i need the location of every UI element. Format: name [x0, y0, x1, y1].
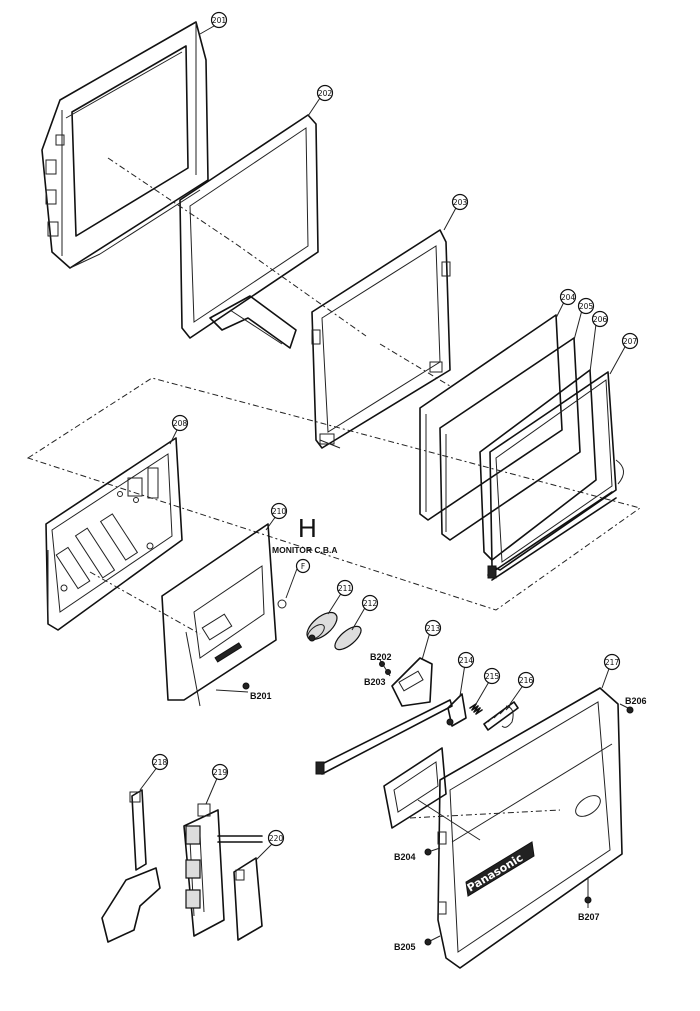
brand-logo: Panasonic [465, 841, 535, 897]
part-208-chassis [45, 437, 183, 631]
screw-label-B207: B207 [578, 912, 600, 922]
part-206-sheet [479, 369, 597, 561]
screw-B205-icon [424, 938, 432, 946]
svg-text:216: 216 [519, 676, 534, 685]
screw-label-B206: B206 [625, 696, 647, 706]
flex-cable [315, 699, 453, 775]
part-207-backlight [487, 371, 624, 581]
part-211-hinge-knob [306, 611, 338, 642]
part-212-hinge-cap [334, 625, 362, 651]
svg-text:205: 205 [579, 302, 594, 311]
svg-text:218: 218 [153, 758, 168, 767]
screw-B207-icon [584, 896, 592, 904]
callout-205: 205 [577, 297, 595, 315]
leader-lines [139, 25, 633, 943]
svg-text:206: 206 [593, 315, 608, 324]
callout-connector-F: F [295, 558, 311, 574]
callout-207: 207 [621, 332, 639, 350]
screw-label-B205: B205 [394, 942, 416, 952]
callout-202: 202 [316, 84, 334, 102]
svg-text:201: 201 [212, 16, 227, 25]
callout-212: 212 [361, 594, 379, 612]
svg-text:F: F [301, 562, 305, 571]
callout-217: 217 [603, 653, 621, 671]
part-210-monitor-cba [161, 523, 287, 707]
screw-B204-icon [424, 848, 432, 856]
callout-211: 211 [336, 579, 354, 597]
part-213-bracket [391, 657, 433, 707]
alignment-lines [89, 157, 561, 819]
callout-216: 216 [517, 671, 535, 689]
callout-220: 220 [267, 829, 285, 847]
svg-text:211: 211 [338, 584, 353, 593]
callout-201: 201 [210, 11, 228, 29]
svg-text:203: 203 [453, 198, 468, 207]
part-205-sheet [439, 337, 581, 541]
assembly-plane-outline [26, 377, 642, 611]
part-214-plate [446, 693, 467, 727]
callout-204: 204 [559, 288, 577, 306]
part-204-sheet [419, 314, 563, 521]
part-215-spring [469, 703, 483, 715]
section-letter: H [298, 513, 317, 543]
svg-text:207: 207 [623, 337, 638, 346]
part-219-hinge [183, 803, 263, 937]
screw-B201-icon [242, 682, 250, 690]
screw-B206-icon [626, 706, 634, 714]
part-217-rear-cover: Panasonic [383, 687, 623, 969]
svg-text:219: 219 [213, 768, 228, 777]
svg-text:215: 215 [485, 672, 500, 681]
callout-214: 214 [457, 651, 475, 669]
callout-203: 203 [451, 193, 469, 211]
board-label: MONITOR C.B.A [272, 545, 337, 555]
svg-text:212: 212 [363, 599, 378, 608]
callout-218: 218 [151, 753, 169, 771]
part-216-gear [483, 701, 519, 731]
screw-label-B204: B204 [394, 852, 416, 862]
screw-B202-icon [379, 661, 385, 667]
svg-text:204: 204 [561, 293, 576, 302]
callout-210: 210 [270, 502, 288, 520]
svg-text:213: 213 [426, 624, 441, 633]
callout-219: 219 [211, 763, 229, 781]
part-220-cover [233, 857, 263, 941]
svg-text:210: 210 [272, 507, 287, 516]
callout-206: 206 [591, 310, 609, 328]
svg-text:220: 220 [269, 834, 284, 843]
screw-label-B201: B201 [250, 691, 272, 701]
part-203-panel-holder [311, 229, 451, 449]
part-218-hinge-arm [101, 789, 161, 943]
svg-text:217: 217 [605, 658, 620, 667]
svg-text:202: 202 [318, 89, 333, 98]
part-202-lcd-panel [179, 114, 319, 349]
screw-label-B203: B203 [364, 677, 386, 687]
brand-logo-text: Panasonic [465, 851, 525, 894]
callout-213: 213 [424, 619, 442, 637]
part-201-front-frame [41, 21, 209, 269]
svg-text:214: 214 [459, 656, 474, 665]
callout-215: 215 [483, 667, 501, 685]
screw-B203-icon [385, 669, 391, 675]
screw-label-B202: B202 [370, 652, 392, 662]
svg-text:208: 208 [173, 419, 188, 428]
callout-208: 208 [171, 414, 189, 432]
